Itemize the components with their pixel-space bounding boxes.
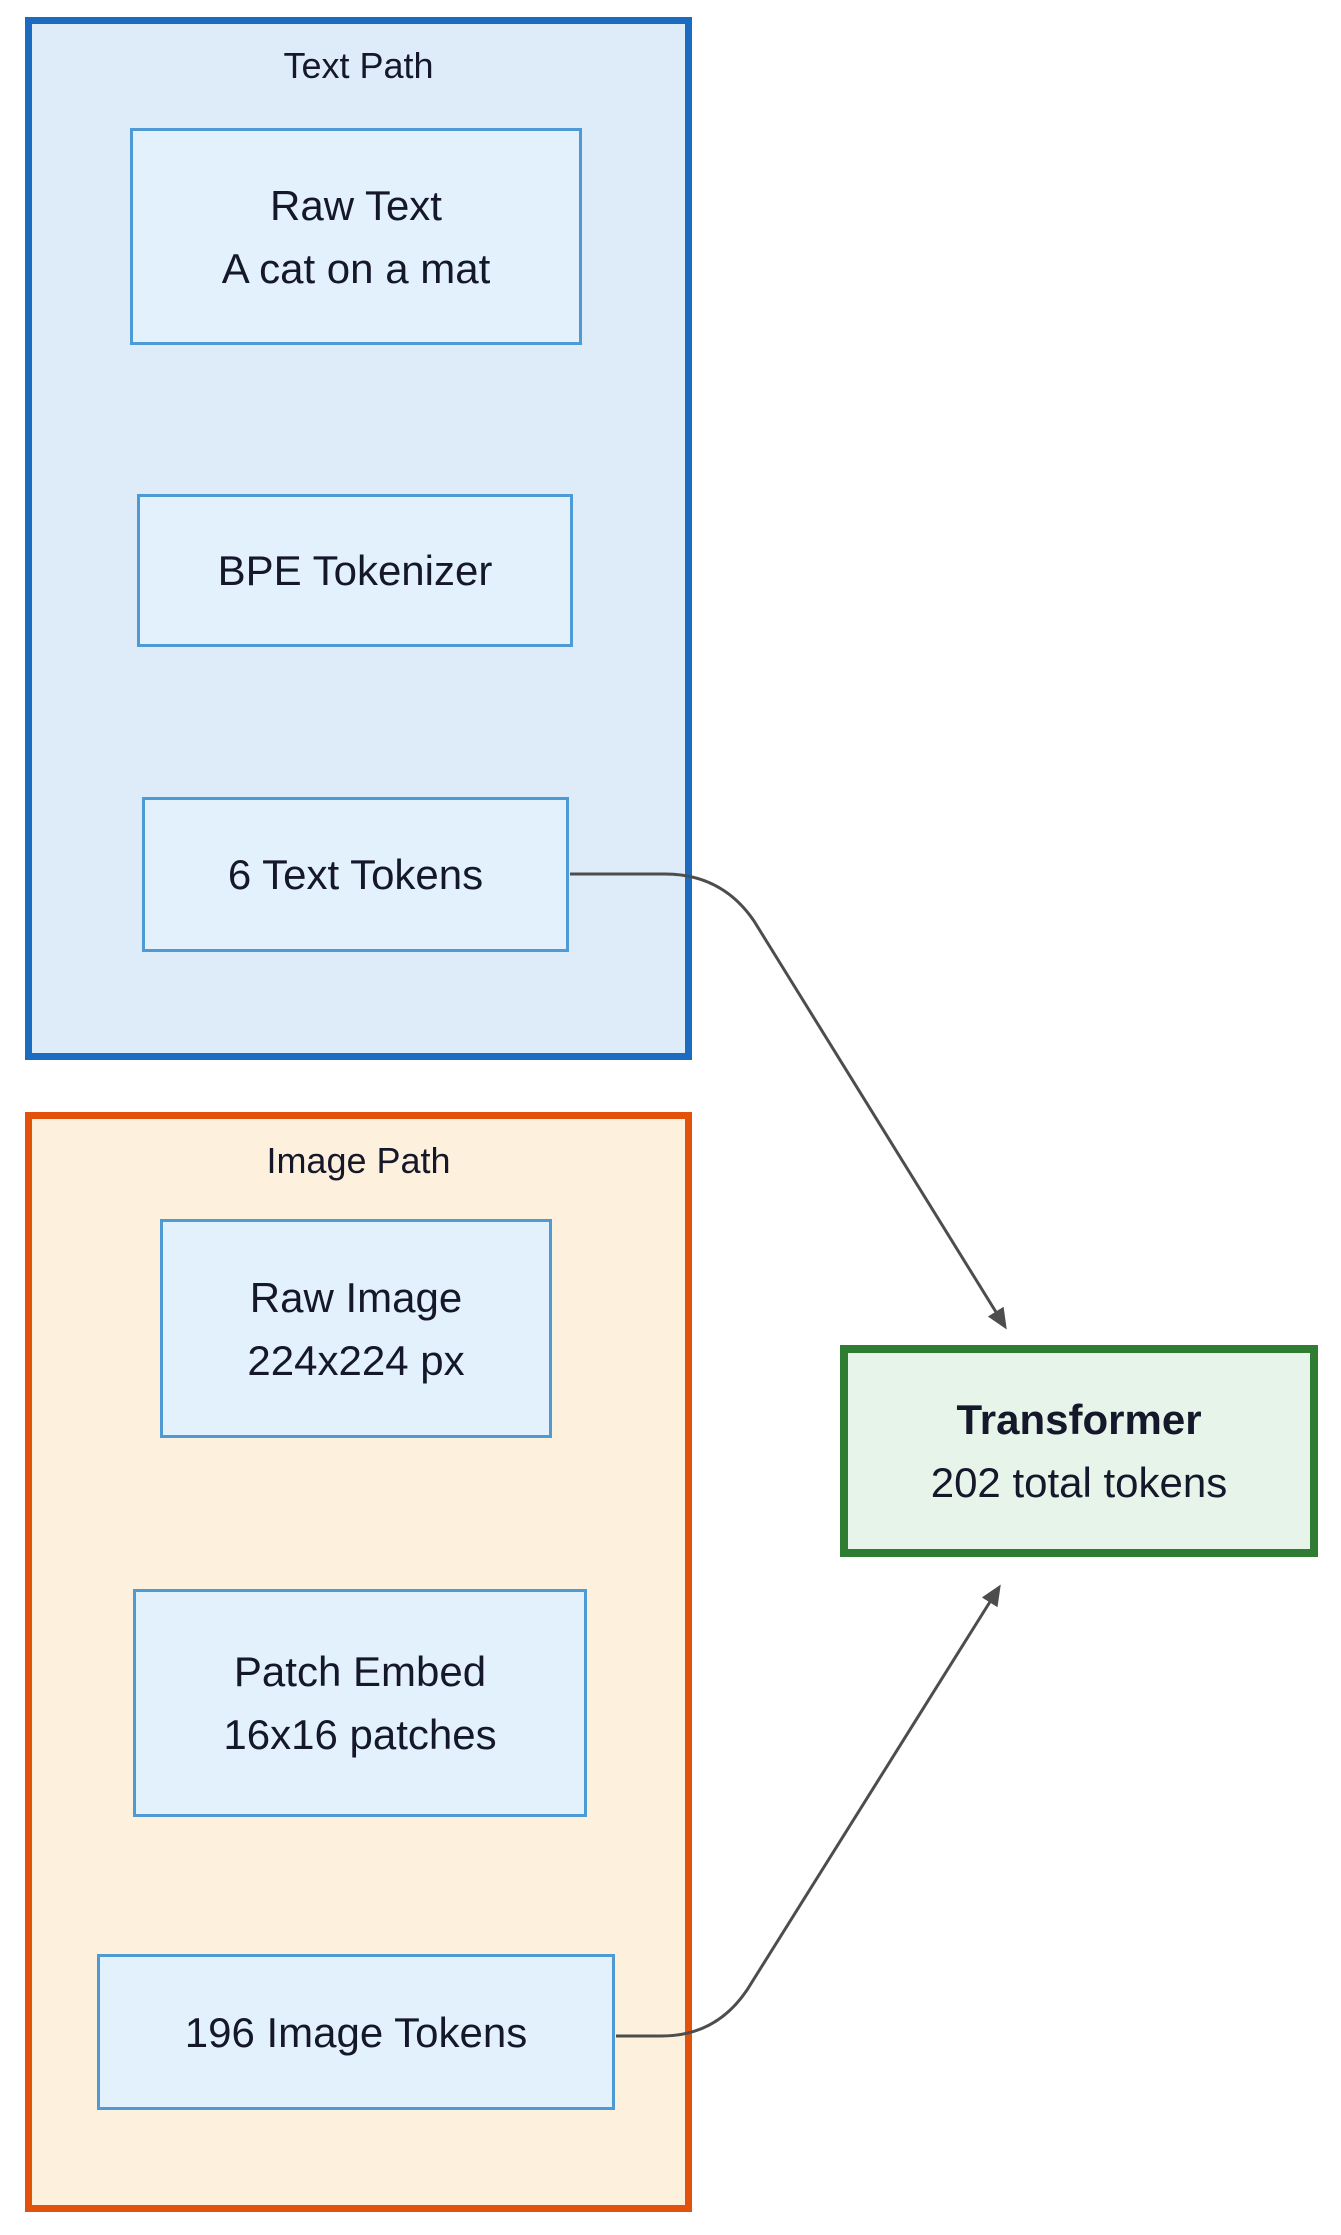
- image-tokens-label: 196 Image Tokens: [184, 2008, 528, 2056]
- raw-image-label-line2: 224x224 px: [247, 1336, 465, 1384]
- bpe-tokenizer-node: BPE Tokenizer: [137, 494, 573, 647]
- text-path-title: Text Path: [283, 45, 434, 86]
- text-tokens-node: 6 Text Tokens: [142, 797, 569, 952]
- text-tokens-label: 6 Text Tokens: [227, 851, 484, 898]
- raw-text-label-line2: A cat on a mat: [221, 244, 491, 292]
- bpe-tokenizer-label: BPE Tokenizer: [217, 547, 493, 594]
- patch-embed-label-line1: Patch Embed: [233, 1648, 487, 1695]
- transformer-node: Transformer 202 total tokens: [840, 1345, 1318, 1557]
- raw-image-node: Raw Image 224x224 px: [160, 1219, 552, 1438]
- patch-embed-node: Patch Embed 16x16 patches: [133, 1589, 587, 1817]
- transformer-title: Transformer: [956, 1396, 1202, 1443]
- transformer-subtitle: 202 total tokens: [930, 1459, 1228, 1506]
- image-path-title: Image Path: [266, 1140, 451, 1181]
- patch-embed-label-line2: 16x16 patches: [223, 1711, 497, 1758]
- raw-image-label-line1: Raw Image: [249, 1273, 463, 1321]
- image-tokens-node: 196 Image Tokens: [97, 1954, 615, 2110]
- raw-text-label-line1: Raw Text: [270, 181, 442, 229]
- raw-text-node: Raw Text A cat on a mat: [130, 128, 582, 345]
